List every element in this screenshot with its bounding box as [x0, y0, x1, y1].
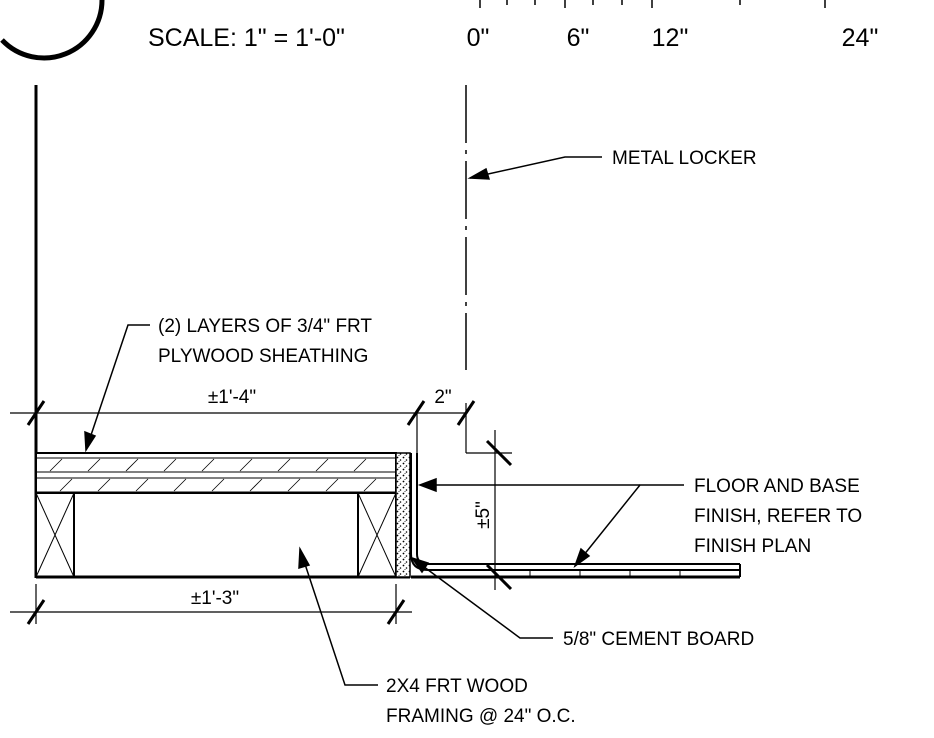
dimension-top-width-label: ±1'-4" [208, 387, 256, 408]
note-metal-locker: METAL LOCKER [612, 148, 757, 169]
scale-tick-0: 0" [467, 24, 490, 52]
cement-board [395, 452, 411, 578]
scale-tick-12: 12" [652, 24, 689, 52]
dimension-top-width [10, 400, 476, 453]
note-framing-line-1: 2X4 FRT WOOD [386, 676, 528, 697]
plywood-sheathing [35, 452, 397, 494]
dimension-board-gap-label: 2" [434, 387, 451, 408]
leader-metal-locker [467, 156, 602, 180]
wood-framing-2x4 [35, 492, 397, 578]
leader-cement-board [410, 556, 553, 639]
note-plywood-line-1: (2) LAYERS OF 3/4" FRT [158, 316, 372, 337]
note-plywood-line-2: PLYWOOD SHEATHING [158, 346, 368, 367]
note-framing-line-2: FRAMING @ 24" O.C. [386, 706, 576, 727]
leader-framing [298, 546, 378, 686]
leader-plywood [84, 324, 150, 453]
note-floor-line-2: FINISH, REFER TO [694, 506, 862, 527]
dimension-bottom-width [10, 584, 412, 625]
detail-marker-circle [0, 0, 105, 61]
scale-label: SCALE: 1" = 1'-0" [148, 24, 345, 52]
scale-tick-6: 6" [567, 24, 590, 52]
leader-floor-finish [417, 477, 684, 568]
scale-tick-24: 24" [842, 24, 879, 52]
dimension-bottom-width-label: ±1'-3" [191, 588, 239, 609]
dimension-base-height-label: ±5" [473, 501, 494, 529]
dimension-base-height [466, 430, 513, 591]
note-cement-board: 5/8" CEMENT BOARD [563, 629, 754, 650]
graphic-scale-bar [479, 0, 826, 8]
floor-base-finish [410, 453, 741, 579]
note-floor-line-1: FLOOR AND BASE [694, 476, 860, 497]
note-floor-line-3: FINISH PLAN [694, 536, 811, 557]
